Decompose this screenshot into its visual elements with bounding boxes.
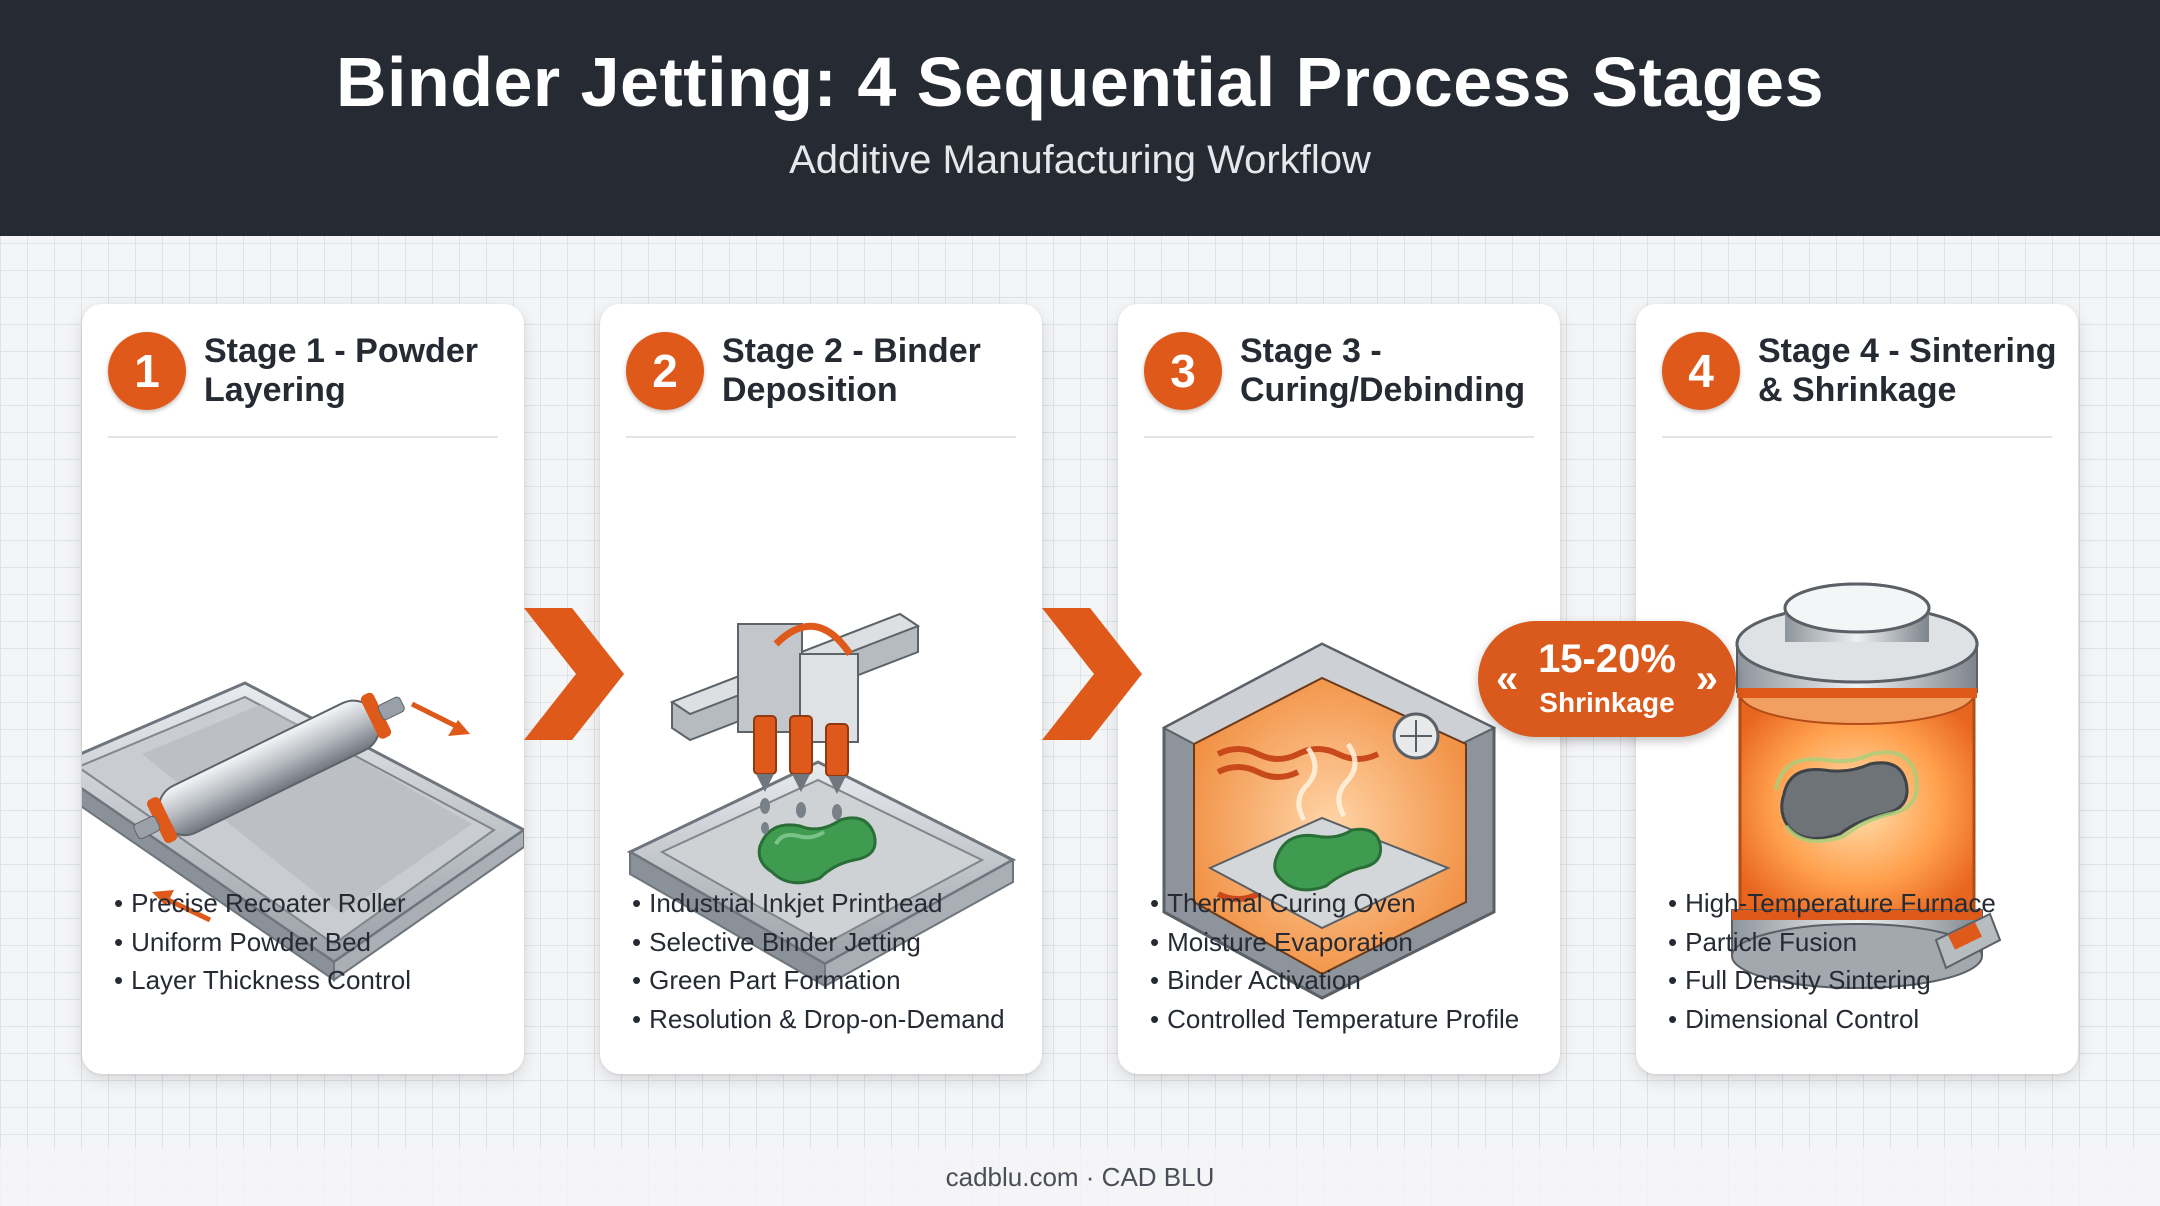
stage-card-4: 4 Stage 4 - Sintering & Shrinkage High-T…	[1636, 304, 2078, 1074]
footer-credit: cadblu.com · CAD BLU	[945, 1162, 1215, 1192]
list-item: Uniform Powder Bed	[114, 923, 411, 962]
list-item: Dimensional Control	[1668, 1000, 1996, 1039]
list-item: Thermal Curing Oven	[1150, 884, 1519, 923]
chevrons-left-icon: «	[1496, 657, 1519, 701]
stage-title: Stage 3 - Curing/Debinding	[1240, 332, 1526, 409]
divider	[1662, 436, 2052, 438]
stage-card-3: 3 Stage 3 - Curing/Debinding Thermal Cur…	[1118, 304, 1560, 1074]
stage-number-badge: 3	[1144, 332, 1222, 410]
stage-card-2: 2 Stage 2 - Binder Deposition Industrial…	[600, 304, 1042, 1074]
shrinkage-value: 15-20%	[1538, 637, 1676, 681]
shrinkage-label: Shrinkage	[1539, 687, 1675, 718]
divider	[1144, 436, 1534, 438]
stage-number-badge: 1	[108, 332, 186, 410]
stage-title: Stage 1 - Powder Layering	[204, 332, 478, 409]
stage-number-badge: 4	[1662, 332, 1740, 410]
divider	[626, 436, 1016, 438]
chevron-right-icon	[524, 608, 624, 740]
stage-number-badge: 2	[626, 332, 704, 410]
stage-bullet-list: Industrial Inkjet Printhead Selective Bi…	[632, 884, 1005, 1038]
list-item: Layer Thickness Control	[114, 961, 411, 1000]
chevron-right-icon	[1042, 608, 1142, 740]
list-item: Industrial Inkjet Printhead	[632, 884, 1005, 923]
powder-recoater-icon	[82, 681, 524, 982]
divider	[108, 436, 498, 438]
stage-bullet-list: Precise Recoater Roller Uniform Powder B…	[114, 884, 411, 1000]
list-item: Controlled Temperature Profile	[1150, 1000, 1519, 1039]
list-item: High-Temperature Furnace	[1668, 884, 1996, 923]
stage-card-1: 1 Stage 1 - Powder Layering Precise	[82, 304, 524, 1074]
list-item: Particle Fusion	[1668, 923, 1996, 962]
page-title: Binder Jetting: 4 Sequential Process Sta…	[335, 43, 1825, 121]
stage-title: Stage 4 - Sintering & Shrinkage	[1758, 332, 2057, 409]
stage-bullet-list: High-Temperature Furnace Particle Fusion…	[1668, 884, 1996, 1038]
list-item: Binder Activation	[1150, 961, 1519, 1000]
list-item: Green Part Formation	[632, 961, 1005, 1000]
shrinkage-badge: « » 15-20% Shrinkage	[1478, 621, 1736, 737]
stage-bullet-list: Thermal Curing Oven Moisture Evaporation…	[1150, 884, 1519, 1038]
chevrons-right-icon: »	[1695, 657, 1718, 701]
list-item: Moisture Evaporation	[1150, 923, 1519, 962]
list-item: Resolution & Drop-on-Demand	[632, 1000, 1005, 1039]
list-item: Full Density Sintering	[1668, 961, 1996, 1000]
list-item: Selective Binder Jetting	[632, 923, 1005, 962]
footer-bar	[0, 1148, 2160, 1206]
header-banner: Binder Jetting: 4 Sequential Process Sta…	[0, 0, 2160, 236]
page-subtitle: Additive Manufacturing Workflow	[789, 138, 1371, 182]
stage-title: Stage 2 - Binder Deposition	[722, 332, 981, 409]
list-item: Precise Recoater Roller	[114, 884, 411, 923]
